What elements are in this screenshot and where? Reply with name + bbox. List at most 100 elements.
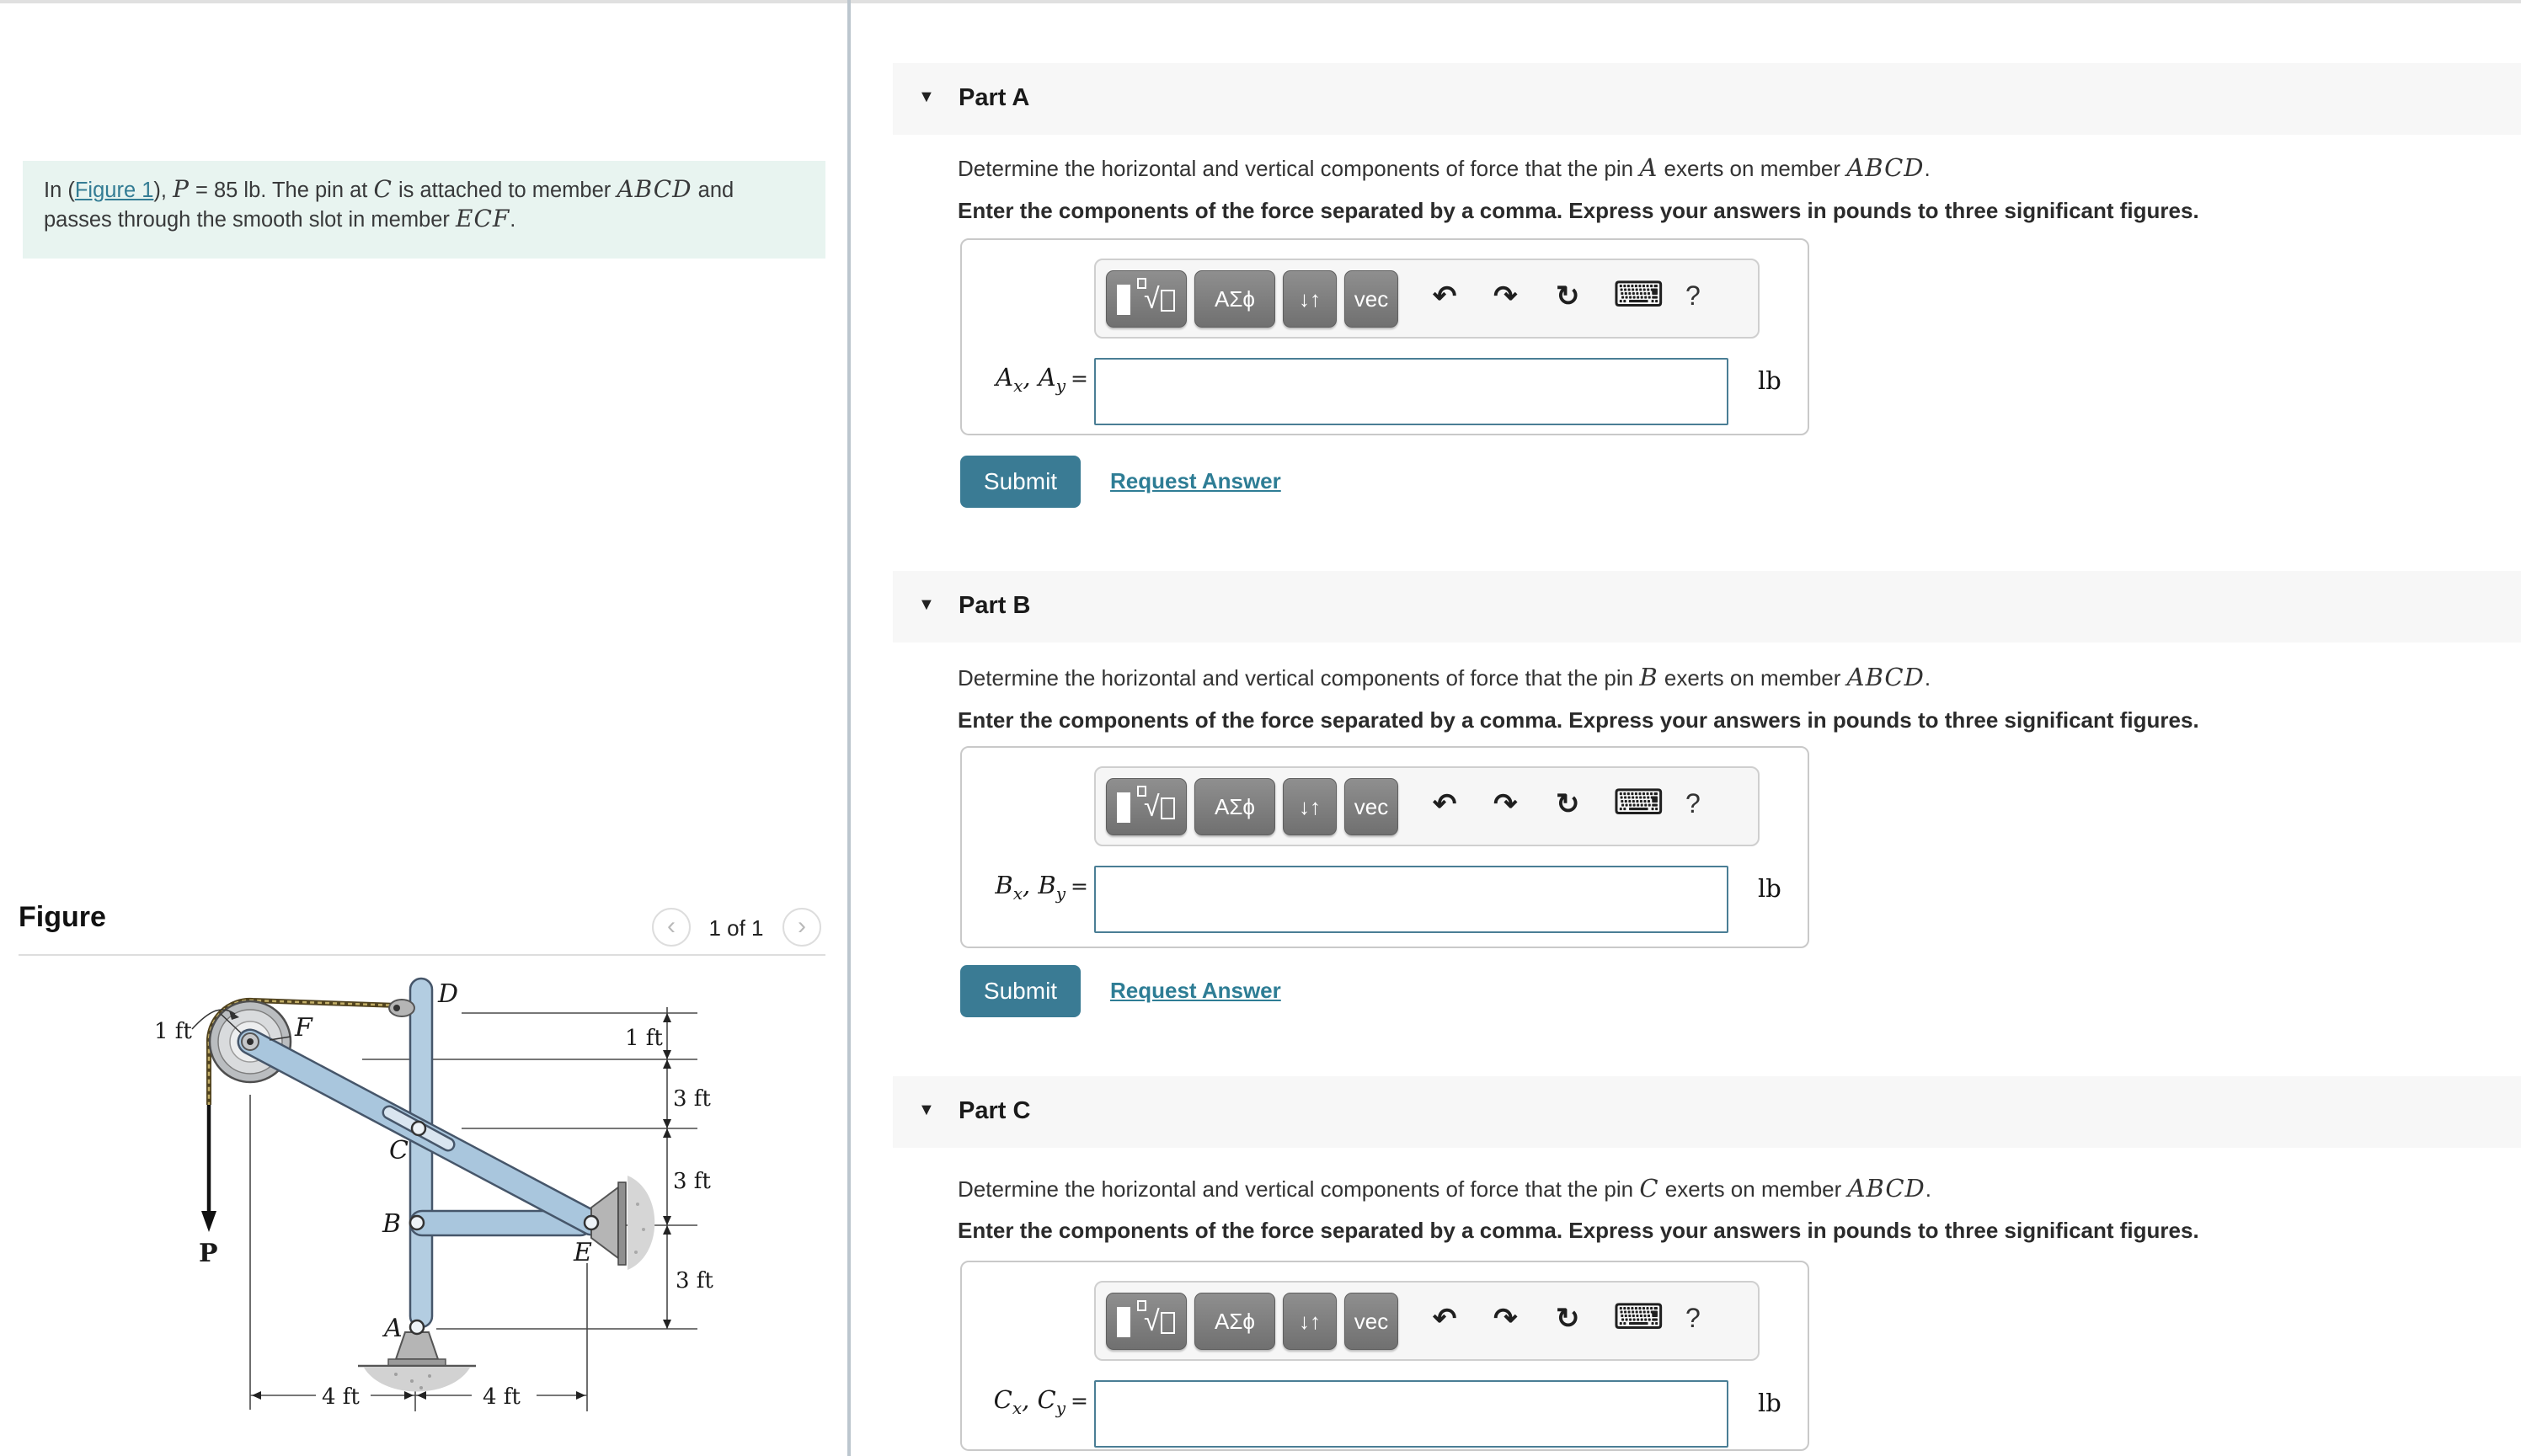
- keyboard-icon[interactable]: ⌨: [1613, 1297, 1664, 1336]
- figure-section-title: Figure: [19, 901, 106, 933]
- part-c-answer-input[interactable]: [1094, 1380, 1728, 1448]
- part-a-header[interactable]: ▼ Part A: [893, 63, 2521, 135]
- question-text: .: [1924, 156, 1931, 181]
- collapse-triangle-icon[interactable]: ▼: [918, 1101, 935, 1119]
- chevron-right-icon: ›: [798, 912, 806, 940]
- label-d: D: [437, 979, 458, 1009]
- part-b-answer-box: √ ΑΣϕ ↓↑ vec ↶ ↷ ↻ ⌨ ? Bx, By= lb: [960, 746, 1809, 948]
- pulley-hub: [241, 1032, 259, 1051]
- part-b-header[interactable]: ▼ Part B: [893, 571, 2521, 643]
- problem-statement-box: In (Figure 1), P = 85 lb. The pin at C i…: [23, 161, 825, 259]
- figure-divider: [19, 954, 825, 956]
- dim-left-4ft: 4 ft: [322, 1384, 360, 1410]
- part-a-title: Part A: [959, 84, 1030, 111]
- dim-pulley-radius: 1 ft: [154, 1019, 192, 1044]
- label-c: C: [389, 1136, 409, 1165]
- label-e: E: [573, 1238, 592, 1267]
- redo-icon[interactable]: ↷: [1493, 788, 1518, 820]
- part-b-instruction: Enter the components of the force separa…: [958, 707, 2199, 733]
- answer-unit: lb: [1758, 874, 1781, 903]
- greek-symbols-button[interactable]: ΑΣϕ: [1194, 1293, 1275, 1350]
- answer-unit: lb: [1758, 1389, 1781, 1417]
- question-text: exerts on member: [1658, 665, 1847, 691]
- dimension-arrowheads: [252, 1013, 671, 1400]
- part-a-instruction: Enter the components of the force separa…: [958, 198, 2199, 223]
- pin-letter: A: [1639, 153, 1658, 182]
- redo-icon[interactable]: ↷: [1493, 280, 1518, 312]
- keyboard-icon[interactable]: ⌨: [1613, 782, 1664, 822]
- part-c-instruction: Enter the components of the force separa…: [958, 1218, 2199, 1243]
- collapse-triangle-icon[interactable]: ▼: [918, 595, 935, 614]
- part-a-submit-button[interactable]: Submit: [960, 456, 1081, 508]
- help-icon[interactable]: ?: [1685, 1303, 1701, 1333]
- member-letters: ABCD: [1846, 663, 1925, 691]
- vector-button[interactable]: vec: [1344, 270, 1398, 328]
- greek-symbols-button[interactable]: ΑΣϕ: [1194, 778, 1275, 835]
- problem-text: and passes through the smooth slot in me…: [44, 179, 734, 232]
- problem-text: = 85 lb. The pin at: [189, 179, 374, 202]
- support-e: [590, 1176, 655, 1270]
- equation-template-button[interactable]: √: [1106, 270, 1187, 328]
- label-p: P: [199, 1239, 218, 1268]
- dim-d-f: 1 ft: [625, 1026, 663, 1051]
- pin-a: [409, 1319, 425, 1336]
- part-b-answer-input[interactable]: [1094, 866, 1728, 933]
- part-b-submit-button[interactable]: Submit: [960, 965, 1081, 1017]
- reset-icon[interactable]: ↻: [1556, 1303, 1580, 1335]
- equation-toolbar: √ ΑΣϕ ↓↑ vec ↶ ↷ ↻ ⌨ ?: [1094, 259, 1760, 339]
- undo-icon[interactable]: ↶: [1433, 1303, 1457, 1335]
- nth-root-template-icon: √: [1107, 779, 1186, 835]
- part-c-answer-box: √ ΑΣϕ ↓↑ vec ↶ ↷ ↻ ⌨ ? Cx, Cy= lb: [960, 1261, 1809, 1451]
- nth-root-template-icon: √: [1107, 1293, 1186, 1349]
- pin-c: [410, 1120, 427, 1137]
- figure-prev-button[interactable]: ‹: [652, 908, 691, 947]
- vector-button[interactable]: vec: [1344, 778, 1398, 835]
- undo-redo-arrows-button[interactable]: ↓↑: [1283, 270, 1337, 328]
- vector-button[interactable]: vec: [1344, 1293, 1398, 1350]
- question-text: .: [1924, 665, 1931, 691]
- keyboard-icon[interactable]: ⌨: [1613, 275, 1664, 314]
- question-text: Determine the horizontal and vertical co…: [958, 665, 1640, 691]
- help-icon[interactable]: ?: [1685, 280, 1701, 311]
- equation-toolbar: √ ΑΣϕ ↓↑ vec ↶ ↷ ↻ ⌨ ?: [1094, 1281, 1760, 1361]
- undo-icon[interactable]: ↶: [1433, 280, 1457, 312]
- part-b-request-answer-link[interactable]: Request Answer: [1110, 978, 1281, 1003]
- member-letters: ABCD: [1846, 153, 1925, 182]
- pin-letter: C: [1639, 1174, 1659, 1203]
- answer-label: Bx, By=: [995, 871, 1088, 904]
- undo-redo-arrows-button[interactable]: ↓↑: [1283, 1293, 1337, 1350]
- figure-1-link[interactable]: Figure 1: [74, 179, 154, 202]
- part-c-header[interactable]: ▼ Part C: [893, 1076, 2521, 1148]
- pin-letter: B: [1639, 663, 1658, 691]
- help-icon[interactable]: ?: [1685, 788, 1701, 819]
- undo-redo-arrows-button[interactable]: ↓↑: [1283, 778, 1337, 835]
- reset-icon[interactable]: ↻: [1556, 280, 1580, 312]
- part-a-answer-input[interactable]: [1094, 358, 1728, 425]
- chevron-left-icon: ‹: [667, 912, 676, 940]
- figure-next-button[interactable]: ›: [782, 908, 821, 947]
- redo-icon[interactable]: ↷: [1493, 1303, 1518, 1335]
- collapse-triangle-icon[interactable]: ▼: [918, 88, 935, 106]
- pin-e: [583, 1214, 600, 1231]
- part-a-request-answer-link[interactable]: Request Answer: [1110, 468, 1281, 493]
- undo-icon[interactable]: ↶: [1433, 788, 1457, 820]
- force-p-arrow: [201, 1211, 216, 1232]
- member-letters: ABCD: [1847, 1174, 1925, 1203]
- equation-template-button[interactable]: √: [1106, 1293, 1187, 1350]
- part-a-question: Determine the horizontal and vertical co…: [958, 153, 1931, 182]
- var-abcd: ABCD: [617, 175, 692, 203]
- reset-icon[interactable]: ↻: [1556, 788, 1580, 820]
- dim-c-e: 3 ft: [673, 1169, 711, 1194]
- pin-b: [409, 1214, 425, 1231]
- label-a: A: [382, 1314, 403, 1343]
- equation-template-button[interactable]: √: [1106, 778, 1187, 835]
- pins: [409, 1120, 600, 1336]
- question-text: exerts on member: [1658, 156, 1847, 181]
- greek-symbols-button[interactable]: ΑΣϕ: [1194, 270, 1275, 328]
- var-c: C: [373, 175, 393, 203]
- question-text: .: [1925, 1176, 1931, 1202]
- problem-text: In (: [44, 179, 75, 202]
- var-ecf: ECF: [456, 205, 510, 232]
- dim-f-c: 3 ft: [673, 1086, 711, 1112]
